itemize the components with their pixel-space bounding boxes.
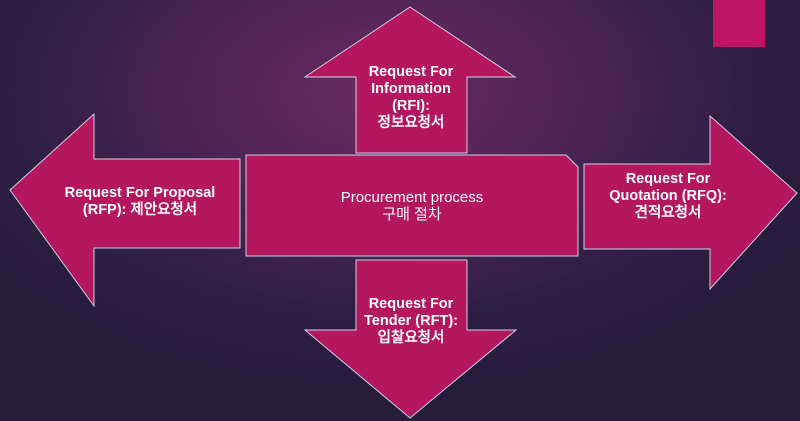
rfi-label: Request For Information (RFI): 정보요청서	[340, 55, 482, 140]
rft-arrow-down	[303, 259, 518, 419]
rft-line-3: 입찰요청서	[377, 329, 445, 346]
rfq-arrow-right	[583, 114, 798, 291]
rfi-line-3: (RFI):	[392, 97, 430, 114]
rfq-line-2: Quotation (RFQ):	[609, 187, 727, 204]
center-title-korean: 구매 절차	[382, 205, 442, 223]
rfi-line-2: Information	[371, 80, 451, 97]
rfp-arrow-left	[9, 112, 241, 308]
rfi-line-1: Request For	[368, 63, 454, 80]
corner-square	[713, 0, 765, 47]
rft-line-2: Tender (RFT):	[364, 312, 458, 329]
rft-line-1: Request For	[368, 295, 454, 312]
rft-label: Request For Tender (RFT): 입찰요청서	[340, 290, 482, 352]
rfp-line-1: Request For Proposal	[64, 185, 216, 201]
rfq-line-1: Request For	[625, 170, 711, 187]
center-title-english: Procurement process	[340, 188, 484, 206]
rfp-label: Request For Proposal (RFP): 제안요청서	[40, 180, 240, 224]
center-process-box	[245, 154, 579, 257]
center-process-label: Procurement process 구매 절차	[246, 155, 578, 256]
rfi-arrow-up	[303, 6, 517, 154]
rfq-label: Request For Quotation (RFQ): 견적요청서	[588, 165, 748, 227]
rfp-line-2: (RFP): 제안요청서	[82, 202, 198, 218]
rfi-line-4: 정보요청서	[377, 114, 445, 131]
rfq-line-3: 견적요청서	[634, 204, 702, 221]
